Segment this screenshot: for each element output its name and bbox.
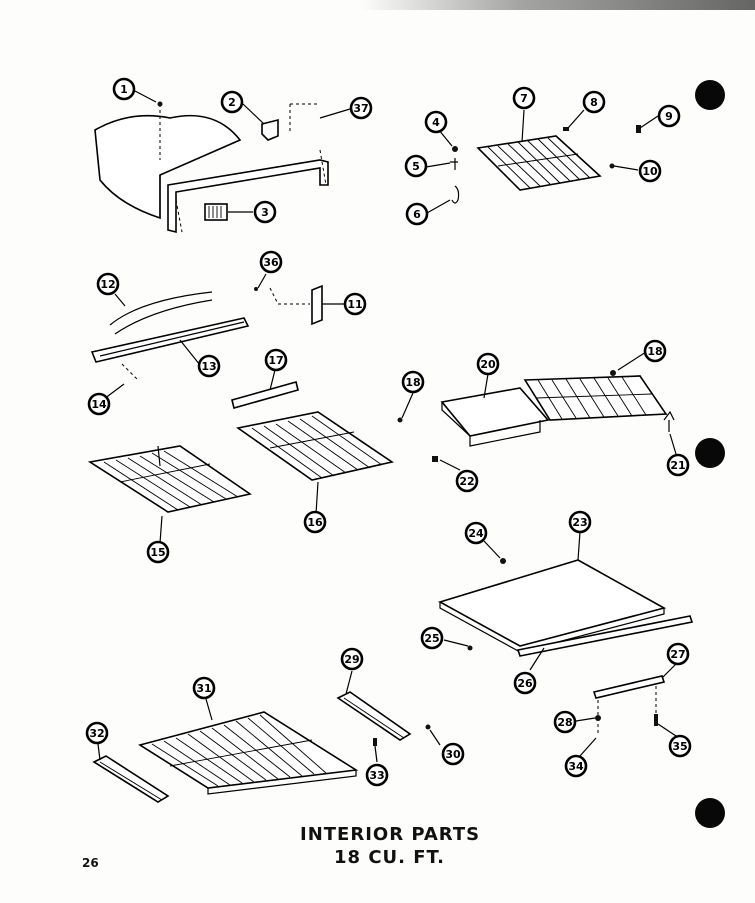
- svg-text:8: 8: [590, 96, 598, 109]
- svg-text:13: 13: [201, 360, 216, 373]
- svg-text:24: 24: [468, 527, 484, 540]
- svg-text:9: 9: [665, 110, 673, 123]
- binder-hole: [695, 438, 725, 468]
- svg-text:11: 11: [347, 298, 362, 311]
- callout-28: 28: [553, 710, 577, 734]
- diagram-subtitle: 18 CU. FT.: [334, 847, 445, 868]
- callout-1: 1: [112, 77, 136, 101]
- callout-29: 29: [340, 647, 364, 671]
- binder-hole: [695, 80, 725, 110]
- part-shelf-16: [231, 381, 394, 481]
- svg-text:35: 35: [672, 740, 687, 753]
- callout-17: 17: [264, 348, 288, 372]
- callout-5: 5: [404, 154, 428, 178]
- svg-text:32: 32: [89, 727, 104, 740]
- svg-text:27: 27: [670, 648, 685, 661]
- svg-text:22: 22: [459, 475, 474, 488]
- svg-text:18: 18: [647, 345, 662, 358]
- part-small-fasteners-4-6: [450, 125, 641, 204]
- svg-text:37: 37: [353, 102, 368, 115]
- callout-24: 24: [464, 521, 488, 545]
- svg-text:33: 33: [369, 769, 384, 782]
- callout-37: 37: [349, 96, 373, 120]
- callout-27: 27: [666, 642, 690, 666]
- callout-3: 3: [253, 200, 277, 224]
- part-shelf-31: [138, 711, 359, 795]
- part-shelf-20: [397, 370, 675, 462]
- leader-lines: [97, 90, 677, 763]
- part-rail-29: [336, 691, 431, 746]
- svg-text:18: 18: [405, 376, 420, 389]
- callout-23: 23: [568, 510, 592, 534]
- svg-text:29: 29: [344, 653, 359, 666]
- svg-text:4: 4: [432, 116, 440, 129]
- svg-text:31: 31: [196, 682, 211, 695]
- callout-25: 25: [420, 626, 444, 650]
- svg-text:10: 10: [642, 165, 658, 178]
- svg-text:16: 16: [307, 516, 323, 529]
- callout-7: 7: [512, 86, 536, 110]
- svg-text:5: 5: [412, 160, 420, 173]
- svg-text:6: 6: [413, 208, 421, 221]
- svg-text:14: 14: [91, 398, 107, 411]
- part-glass-shelf-23: [437, 558, 694, 657]
- svg-text:23: 23: [572, 516, 587, 529]
- callout-2: 2: [220, 90, 244, 114]
- callout-4: 4: [424, 110, 448, 134]
- part-shelf-7: [476, 135, 602, 191]
- svg-text:34: 34: [568, 760, 584, 773]
- part-rail-32: [92, 755, 170, 803]
- part-cover-panel: [94, 101, 242, 220]
- scan-edge-shadow: [360, 0, 755, 10]
- callout-33: 33: [365, 763, 389, 787]
- callout-14: 14: [87, 392, 111, 416]
- callout-26: 26: [513, 671, 537, 695]
- callout-36: 36: [259, 250, 283, 274]
- callout-13: 13: [197, 354, 221, 378]
- svg-text:2: 2: [228, 96, 236, 109]
- callout-20: 20: [476, 352, 500, 376]
- callout-30: 30: [441, 742, 465, 766]
- svg-text:7: 7: [520, 92, 528, 105]
- callout-6: 6: [405, 202, 429, 226]
- page-number: 26: [82, 856, 99, 870]
- svg-text:28: 28: [557, 716, 572, 729]
- svg-text:26: 26: [517, 677, 533, 690]
- callout-35: 35: [668, 734, 692, 758]
- callout-12: 12: [96, 272, 120, 296]
- svg-text:36: 36: [263, 256, 279, 269]
- part-shelf-15: [87, 445, 252, 513]
- part-rail-12-13: [90, 284, 323, 381]
- callout-15: 15: [146, 540, 170, 564]
- diagram-title: INTERIOR PARTS: [300, 824, 481, 845]
- svg-text:3: 3: [261, 206, 269, 219]
- svg-text:17: 17: [268, 354, 283, 367]
- svg-text:21: 21: [670, 459, 685, 472]
- svg-text:20: 20: [480, 358, 496, 371]
- callout-11: 11: [343, 292, 367, 316]
- svg-text:25: 25: [424, 632, 439, 645]
- svg-text:1: 1: [120, 83, 128, 96]
- callout-22: 22: [455, 469, 479, 493]
- binder-hole: [695, 798, 725, 828]
- callout-31: 31: [192, 676, 216, 700]
- svg-text:15: 15: [150, 546, 165, 559]
- part-bar-27: [592, 675, 666, 736]
- callout-10: 10: [638, 159, 662, 183]
- part-frame-bracket: [167, 103, 329, 234]
- callout-8: 8: [582, 90, 606, 114]
- callout-9: 9: [657, 104, 681, 128]
- callout-18a: 18: [401, 370, 425, 394]
- callout-34: 34: [564, 754, 588, 778]
- callout-18b: 18: [643, 339, 667, 363]
- svg-text:30: 30: [445, 748, 461, 761]
- callout-21: 21: [666, 453, 690, 477]
- callout-16: 16: [303, 510, 327, 534]
- svg-text:12: 12: [100, 278, 115, 291]
- callout-32: 32: [85, 721, 109, 745]
